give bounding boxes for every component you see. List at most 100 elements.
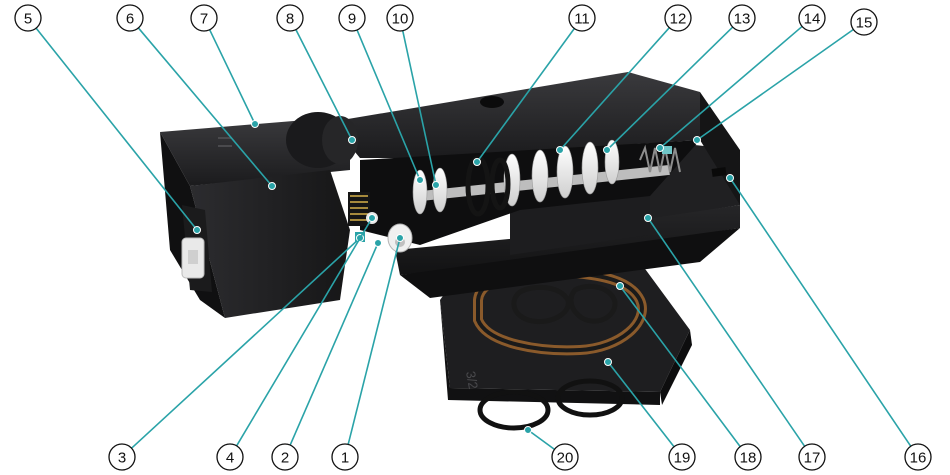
callout-16: 16 — [904, 443, 932, 471]
callout-circle-8 — [276, 4, 304, 32]
callout-circle-20 — [551, 443, 579, 471]
leader-dot-11 — [473, 158, 481, 166]
callout-10: 10 — [386, 4, 414, 32]
callout-number-11: 11 — [574, 11, 590, 28]
leader-line-10 — [401, 30, 437, 186]
solenoid-head — [160, 112, 358, 318]
leader-lines — [35, 25, 912, 450]
callout-number-4: 4 — [226, 450, 234, 467]
o-rings — [477, 378, 625, 431]
leader-line-20 — [527, 429, 555, 450]
leader-line-4 — [235, 217, 373, 447]
callout-19: 19 — [668, 443, 696, 471]
callout-circle-1 — [331, 443, 359, 471]
callout-number-17: 17 — [804, 450, 821, 467]
leader-line-2 — [289, 242, 379, 446]
leader-dot-2 — [374, 239, 382, 247]
callout-circle-14 — [798, 4, 826, 32]
callout-number-13: 13 — [734, 11, 751, 28]
callout-20: 20 — [551, 443, 579, 471]
leader-line-16 — [729, 177, 912, 447]
leader-dot-10 — [432, 181, 440, 189]
leader-dot-18 — [616, 282, 624, 290]
callout-15: 15 — [850, 8, 878, 36]
callout-6: 6 — [116, 4, 144, 32]
leader-line-11 — [476, 28, 575, 163]
callout-circle-13 — [728, 4, 756, 32]
spool-assembly — [412, 139, 681, 217]
callout-13: 13 — [728, 4, 756, 32]
leader-line-9 — [356, 29, 421, 181]
callout-circle-5 — [14, 4, 42, 32]
callout-1: 1 — [331, 443, 359, 471]
callout-number-19: 19 — [674, 450, 691, 467]
callout-2: 2 — [271, 443, 299, 471]
callout-17: 17 — [798, 443, 826, 471]
leader-dot-14 — [656, 144, 664, 152]
leader-dot-6 — [268, 182, 276, 190]
callout-number-10: 10 — [392, 11, 409, 28]
callout-circle-10 — [386, 4, 414, 32]
callout-circle-19 — [668, 443, 696, 471]
leader-line-13 — [606, 26, 734, 151]
leader-line-12 — [559, 27, 670, 151]
callout-number-12: 12 — [670, 11, 687, 28]
leader-dot-17 — [644, 214, 652, 222]
leader-line-18 — [619, 285, 741, 448]
callout-number-15: 15 — [856, 15, 873, 32]
callout-circle-12 — [664, 4, 692, 32]
leader-dot-15 — [693, 136, 701, 144]
callout-circle-7 — [190, 4, 218, 32]
callout-number-20: 20 — [557, 450, 574, 467]
leader-line-19 — [607, 361, 675, 448]
leader-line-6 — [137, 27, 273, 187]
callout-number-8: 8 — [286, 11, 294, 28]
callout-number-7: 7 — [200, 11, 208, 28]
callout-12: 12 — [664, 4, 692, 32]
callout-circle-16 — [904, 443, 932, 471]
leader-dot-12 — [556, 146, 564, 154]
callout-7: 7 — [190, 4, 218, 32]
callout-3: 3 — [108, 443, 136, 471]
callout-number-16: 16 — [910, 450, 927, 467]
leader-line-15 — [696, 28, 854, 141]
callout-circle-6 — [116, 4, 144, 32]
callout-circle-11 — [568, 4, 596, 32]
callout-18: 18 — [734, 443, 762, 471]
callout-circle-18 — [734, 443, 762, 471]
callout-circle-17 — [798, 443, 826, 471]
callout-11: 11 — [568, 4, 596, 32]
leader-dot-16 — [726, 174, 734, 182]
callout-circle-2 — [271, 443, 299, 471]
leader-dot-20 — [524, 426, 532, 434]
leader-dot-9 — [416, 176, 424, 184]
callout-number-3: 3 — [118, 450, 126, 467]
base-marking-text: 3/2 — [463, 370, 481, 390]
leader-line-5 — [35, 27, 198, 231]
leader-dot-1 — [396, 234, 404, 242]
leader-line-1 — [347, 237, 401, 445]
base-marking: 3/2 — [463, 370, 481, 390]
callout-number-6: 6 — [126, 11, 134, 28]
callout-circle-15 — [850, 8, 878, 36]
leader-dot-19 — [604, 358, 612, 366]
callout-number-2: 2 — [281, 450, 289, 467]
callout-4: 4 — [216, 443, 244, 471]
leader-dot-5 — [193, 226, 201, 234]
callout-number-1: 1 — [341, 450, 349, 467]
callout-8: 8 — [276, 4, 304, 32]
callout-number-14: 14 — [804, 11, 821, 28]
leader-line-17 — [647, 217, 806, 447]
leader-line-8 — [295, 29, 353, 141]
leader-line-3 — [131, 237, 361, 449]
callout-circle-4 — [216, 443, 244, 471]
leader-line-14 — [659, 25, 803, 149]
callout-9: 9 — [338, 4, 366, 32]
leader-line-7 — [208, 29, 256, 125]
callout-number-9: 9 — [348, 11, 356, 28]
leader-dot-4 — [368, 214, 376, 222]
leader-dot-8 — [348, 136, 356, 144]
callout-14: 14 — [798, 4, 826, 32]
